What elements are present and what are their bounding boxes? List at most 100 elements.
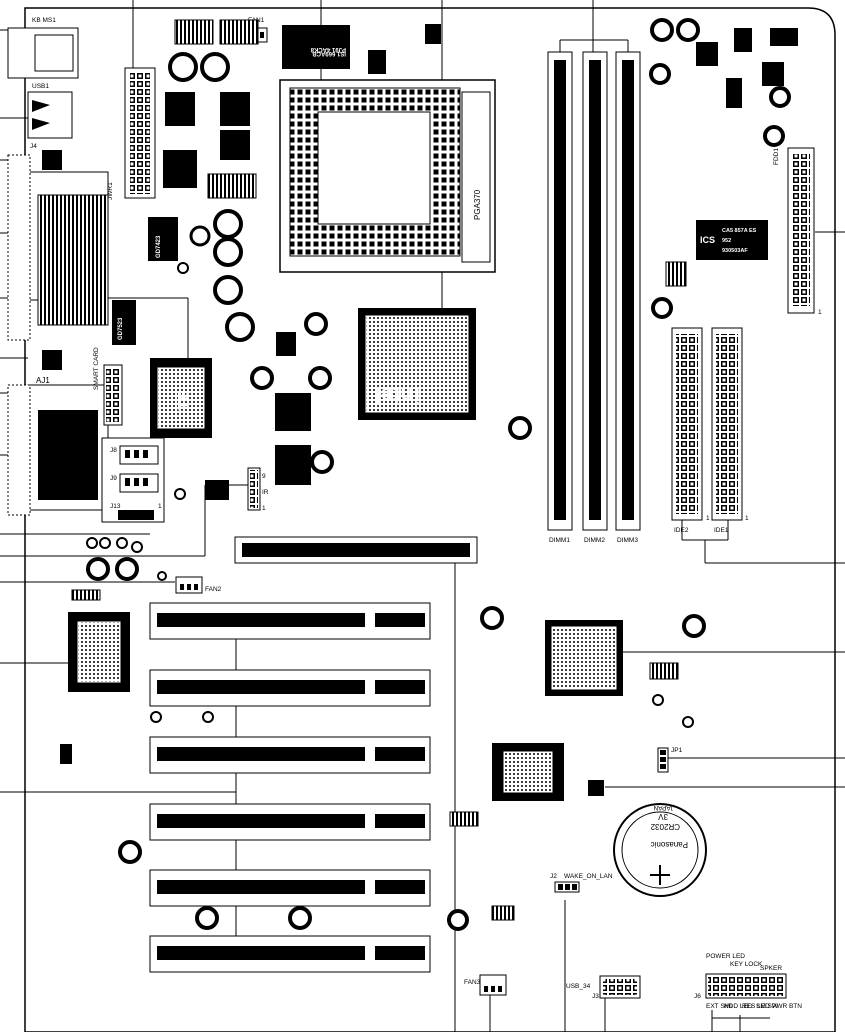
atx-power-connector: JWR1 bbox=[107, 67, 156, 200]
wake-on-lan-label: WAKE_ON_LAN bbox=[564, 873, 613, 880]
ir-chip bbox=[205, 480, 229, 500]
dimm-slots: DIMM1 DIMM2 DIMM3 bbox=[547, 51, 641, 544]
hdd-led-label: HDD LED bbox=[724, 1003, 753, 1010]
bios-chip: PJ91 4ACK8 IS1 669ACB bbox=[282, 25, 350, 69]
ics-logo: ICS bbox=[700, 235, 715, 245]
ir-pin9: 9 bbox=[262, 473, 266, 480]
dimm1-label: DIMM1 bbox=[549, 537, 570, 544]
clock-line-3: 930503AF bbox=[722, 248, 748, 254]
bios-mark-1: PJ91 4ACK8 bbox=[310, 46, 346, 52]
jwr1-label: JWR1 bbox=[107, 182, 114, 200]
pwr-btn-label: PWR BTN bbox=[772, 1003, 802, 1010]
audio-header-block: J8 J9 J13 1 bbox=[101, 437, 165, 523]
cmos-battery: Panasonic CR2032 3V JAPAN bbox=[613, 803, 707, 897]
kb-ms-label: KB MS1 bbox=[32, 17, 56, 24]
aj1-label: AJ1 bbox=[36, 376, 50, 385]
ir-pin1: 1 bbox=[262, 505, 266, 512]
middle-regulators bbox=[250, 312, 532, 485]
ide1-pin1: 1 bbox=[745, 515, 749, 522]
fan3-label: FAN3 bbox=[464, 979, 481, 986]
kb-ms-connector: KB MS1 bbox=[7, 17, 79, 79]
fan2-label: FAN2 bbox=[205, 586, 222, 593]
resistor-pack bbox=[449, 811, 479, 827]
oscillator bbox=[71, 589, 101, 601]
jp1-label: JP1 bbox=[671, 747, 683, 754]
ide-connectors: IDE2 1 IDE1 1 bbox=[671, 327, 749, 534]
j9-label: J9 bbox=[110, 475, 117, 482]
parallel-port bbox=[7, 154, 109, 341]
wake-on-lan-header: J2 WAKE_ON_LAN bbox=[550, 873, 613, 893]
small-connector bbox=[588, 780, 604, 796]
clock-line-2: 952 bbox=[722, 238, 731, 244]
j3-label: J3 bbox=[592, 993, 599, 1000]
res-led-label: RES LED bbox=[742, 1003, 770, 1010]
j2-label: J2 bbox=[550, 873, 557, 880]
north-bridge-chip: intel bbox=[358, 308, 476, 420]
ide2-label: IDE2 bbox=[674, 527, 689, 534]
small-chip bbox=[368, 50, 386, 74]
cpu-socket: PGA370 bbox=[279, 79, 496, 273]
speaker-label: SPKER bbox=[760, 965, 782, 972]
cap bbox=[202, 711, 214, 723]
j13-pin1: 1 bbox=[158, 503, 162, 510]
ir-label: IR bbox=[262, 489, 269, 496]
ext-smi-label: EXT SMI bbox=[706, 1003, 732, 1010]
south-bridge-chip bbox=[545, 620, 623, 696]
cap bbox=[150, 711, 162, 723]
fan3-header: FAN3 bbox=[464, 974, 507, 996]
resistor-pack bbox=[491, 905, 515, 921]
j8-label: J8 bbox=[110, 447, 117, 454]
serial-ports: AJ1 bbox=[7, 350, 109, 516]
small-component bbox=[649, 662, 679, 680]
j6-label: J6 bbox=[694, 993, 701, 1000]
key-lock-label: KEY LOCK bbox=[730, 961, 763, 968]
front-panel-header: POWER LED KEY LOCK SPKER J6 EXT SMI HDD … bbox=[694, 953, 802, 1010]
smart-card-header: SMART CARD bbox=[93, 347, 123, 426]
pci-slots bbox=[149, 602, 431, 973]
ide2-pin1: 1 bbox=[706, 515, 710, 522]
cpu-socket-label: PGA370 bbox=[473, 189, 482, 220]
ite-logo: ITE bbox=[175, 391, 192, 414]
sm-sw-label: SM SW bbox=[756, 1003, 779, 1010]
vrm-components: GD7423 GD7523 bbox=[112, 19, 259, 345]
battery-voltage: 3V bbox=[658, 812, 668, 821]
ide1-label: IDE1 bbox=[714, 527, 729, 534]
usb-label: USB1 bbox=[32, 83, 49, 90]
audio-chip bbox=[68, 612, 130, 692]
pci-area-caps bbox=[118, 606, 706, 931]
bios-mark-2: IS1 669ACB bbox=[312, 50, 346, 56]
clock-generator-chip: ICS CA5 857A ES 952 930503AF bbox=[696, 220, 768, 260]
battery-model: CR2032 bbox=[650, 822, 680, 831]
dimm3-label: DIMM3 bbox=[617, 537, 638, 544]
crystal bbox=[665, 261, 687, 287]
j4-connector: J4 bbox=[30, 143, 62, 170]
battery-origin: JAPAN bbox=[653, 804, 674, 811]
small-switch bbox=[425, 24, 441, 44]
usb34-label: USB_34 bbox=[566, 983, 591, 990]
chip-gd7523: GD7523 bbox=[118, 317, 124, 340]
dimm2-label: DIMM2 bbox=[584, 537, 605, 544]
small-capacitor bbox=[174, 488, 186, 500]
super-io-chip: ITE bbox=[150, 358, 212, 438]
bottom-left-caps bbox=[86, 537, 167, 581]
clock-line-1: CA5 857A ES bbox=[722, 228, 757, 234]
power-led-label: POWER LED bbox=[706, 953, 745, 960]
fdd-label: FDD1 bbox=[773, 148, 780, 165]
battery-brand: Panasonic bbox=[651, 840, 688, 849]
capacitor bbox=[651, 297, 673, 319]
ir-header: 9 IR 1 bbox=[247, 467, 269, 512]
smart-card-label: SMART CARD bbox=[93, 347, 100, 390]
fdd-connector: FDD1 1 bbox=[773, 147, 822, 316]
j4-label: J4 bbox=[30, 143, 37, 150]
buzzer bbox=[60, 744, 72, 764]
bios-flash-chip bbox=[492, 743, 564, 801]
top-right-components bbox=[649, 18, 798, 147]
board-outline bbox=[24, 7, 836, 1032]
chip-gd7423: GD7423 bbox=[156, 235, 162, 258]
fan2-header: FAN2 bbox=[175, 576, 222, 594]
jp1-jumper: JP1 bbox=[657, 747, 683, 773]
fdd-pin1: 1 bbox=[818, 309, 822, 316]
intel-logo: intel bbox=[375, 383, 420, 408]
agp-slot bbox=[234, 536, 478, 564]
